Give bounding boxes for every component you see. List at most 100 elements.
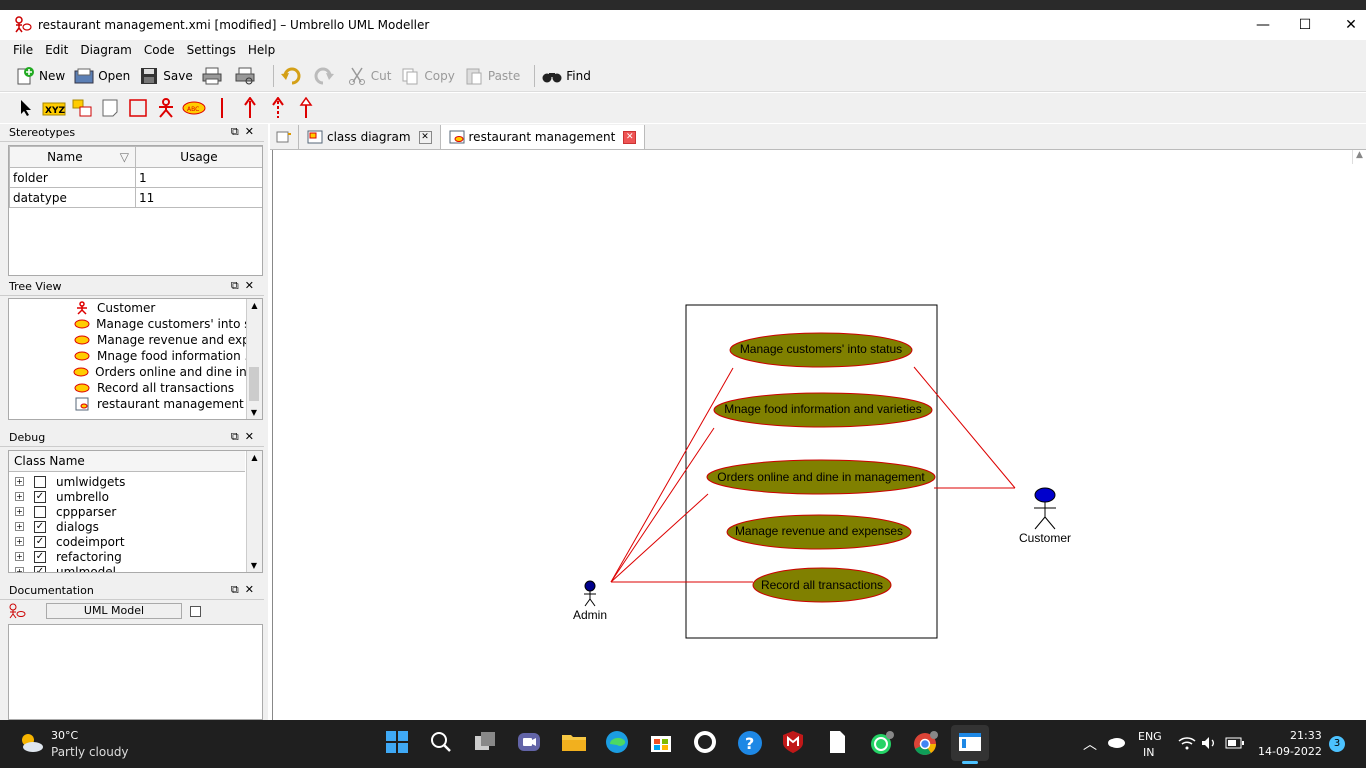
- checkbox[interactable]: ✓: [34, 490, 46, 503]
- name-column-header[interactable]: Name ▽: [9, 146, 136, 168]
- box-tool[interactable]: [68, 95, 96, 121]
- clock-date[interactable]: 14-09-2022: [1258, 745, 1322, 758]
- realization-tool[interactable]: [292, 95, 320, 121]
- show-hidden-icons-chevron[interactable]: ︿: [1083, 737, 1097, 753]
- checkbox[interactable]: ✓: [34, 535, 46, 548]
- tree-item-usecase[interactable]: Manage customers' into s...: [9, 316, 262, 332]
- usecase-record-transactions[interactable]: [752, 567, 892, 603]
- minimize-button[interactable]: —: [1256, 17, 1270, 33]
- checkbox[interactable]: ✓: [34, 520, 46, 533]
- generalization-tool[interactable]: [236, 95, 264, 121]
- notification-badge[interactable]: 3: [1329, 736, 1345, 752]
- tab-class-diagram[interactable]: class diagram ✕: [299, 125, 441, 149]
- github-icon[interactable]: [693, 730, 719, 756]
- list-item[interactable]: +✓umbrello: [15, 489, 109, 504]
- undo-button[interactable]: [280, 65, 305, 87]
- menu-code[interactable]: Code: [143, 43, 175, 57]
- customer-actor-icon[interactable]: [1034, 487, 1056, 530]
- canvas-scroll-up[interactable]: ▲: [1352, 150, 1366, 164]
- maximize-button[interactable]: ☐: [1298, 17, 1312, 33]
- paste-button[interactable]: Paste: [463, 65, 520, 87]
- wifi-icon[interactable]: [1178, 736, 1196, 753]
- new-button[interactable]: New: [14, 65, 65, 87]
- tree-item-diagram[interactable]: restaurant management: [9, 396, 262, 412]
- actor-tool[interactable]: [152, 95, 180, 121]
- battery-icon[interactable]: [1225, 737, 1245, 752]
- whatsapp-icon[interactable]: [869, 730, 895, 756]
- tree-item-usecase[interactable]: Record all transactions: [9, 380, 262, 396]
- model-name-field[interactable]: UML Model: [46, 603, 182, 619]
- association-tool[interactable]: [208, 95, 236, 121]
- list-item[interactable]: +✓dialogs: [15, 519, 99, 534]
- copy-button[interactable]: Copy: [399, 65, 455, 87]
- edge-browser-icon[interactable]: [605, 730, 631, 756]
- menu-file[interactable]: File: [13, 43, 34, 57]
- dependency-tool[interactable]: [264, 95, 292, 121]
- close-tab-icon[interactable]: ✕: [623, 130, 637, 144]
- documentation-textarea[interactable]: [8, 624, 263, 720]
- admin-actor-icon[interactable]: [584, 580, 596, 607]
- document-icon[interactable]: [825, 730, 851, 756]
- usecase-tool[interactable]: ABC: [180, 95, 208, 121]
- cut-button[interactable]: Cut: [346, 65, 391, 87]
- open-button[interactable]: Open: [73, 65, 130, 87]
- mcafee-icon[interactable]: [781, 730, 807, 756]
- menu-edit[interactable]: Edit: [45, 43, 69, 57]
- tree-scrollbar[interactable]: ▲ ▼: [246, 299, 262, 419]
- text-tool[interactable]: XYZ: [40, 95, 68, 121]
- onedrive-cloud-icon[interactable]: [1106, 735, 1126, 752]
- tab-restaurant-management[interactable]: restaurant management ✕: [440, 125, 646, 149]
- usecase-food-information[interactable]: [713, 392, 933, 428]
- usecase-orders-online[interactable]: [706, 459, 936, 495]
- file-explorer-icon[interactable]: [561, 730, 587, 756]
- checkbox[interactable]: ✓: [34, 565, 46, 572]
- tree-item-usecase[interactable]: Manage revenue and exp...: [9, 332, 262, 348]
- table-row[interactable]: datatype 11: [9, 187, 262, 208]
- list-item[interactable]: +cppparser: [15, 504, 117, 519]
- usecase-manage-customers[interactable]: [729, 332, 913, 368]
- teams-chat-icon[interactable]: [517, 730, 543, 756]
- dock-buttons[interactable]: ⧉✕: [230, 125, 260, 138]
- list-item[interactable]: +✓codeimport: [15, 534, 125, 549]
- help-icon[interactable]: ?: [737, 730, 763, 756]
- documentation-checkbox[interactable]: [190, 605, 201, 617]
- language-code[interactable]: ENG: [1138, 730, 1162, 743]
- class-name-header[interactable]: Class Name: [9, 451, 245, 472]
- select-tool[interactable]: [12, 95, 40, 121]
- clock-time[interactable]: 21:33: [1290, 729, 1322, 742]
- print-preview-button[interactable]: [234, 65, 259, 87]
- debug-scrollbar[interactable]: ▲ ▼: [246, 451, 262, 572]
- dock-buttons[interactable]: ⧉✕: [230, 583, 260, 596]
- dock-buttons[interactable]: ⧉✕: [230, 430, 260, 443]
- rectangle-tool[interactable]: [124, 95, 152, 121]
- list-item[interactable]: +✓refactoring: [15, 549, 122, 564]
- umbrello-taskbar-icon[interactable]: [951, 725, 989, 764]
- task-view-icon[interactable]: [473, 730, 499, 756]
- note-tool[interactable]: [96, 95, 124, 121]
- checkbox[interactable]: [34, 475, 46, 488]
- usecase-revenue-expenses[interactable]: [726, 514, 912, 550]
- menu-help[interactable]: Help: [247, 43, 276, 57]
- find-button[interactable]: Find: [541, 65, 591, 87]
- weather-widget[interactable]: [18, 732, 44, 757]
- table-row[interactable]: folder 1: [9, 167, 262, 188]
- usage-column-header[interactable]: Usage: [135, 146, 262, 168]
- list-item[interactable]: +umlwidgets: [15, 474, 126, 489]
- tree-item-customer[interactable]: Customer: [9, 300, 262, 316]
- microsoft-store-icon[interactable]: [649, 730, 675, 756]
- checkbox[interactable]: [34, 505, 46, 518]
- tree-item-usecase[interactable]: Orders online and dine in ...: [9, 364, 262, 380]
- diagram-canvas[interactable]: ▲: [272, 150, 1366, 720]
- new-tab-button[interactable]: [270, 125, 299, 149]
- windows-start-icon[interactable]: [385, 730, 411, 756]
- save-button[interactable]: Save: [138, 65, 193, 87]
- menu-settings[interactable]: Settings: [186, 43, 236, 57]
- volume-icon[interactable]: [1201, 736, 1217, 753]
- region-code[interactable]: IN: [1143, 746, 1155, 759]
- tree-item-usecase[interactable]: Mnage food information ...: [9, 348, 262, 364]
- search-icon[interactable]: [429, 730, 455, 756]
- print-button[interactable]: [201, 65, 226, 87]
- chrome-icon[interactable]: [913, 730, 939, 756]
- list-item[interactable]: +✓umlmodel: [9, 564, 262, 572]
- checkbox[interactable]: ✓: [34, 550, 46, 563]
